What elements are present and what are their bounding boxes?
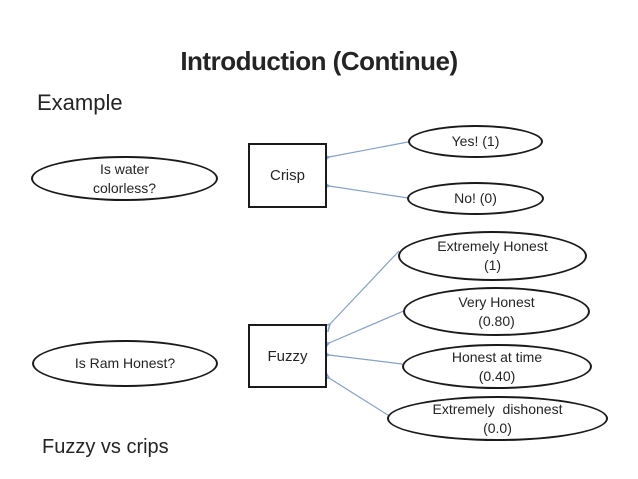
answer-ellipse-no: No! (0) — [407, 182, 544, 215]
answer-text-line: (0.0) — [483, 419, 512, 436]
answer-text-line: Honest at time — [451, 348, 543, 365]
arrow-connector — [330, 250, 400, 324]
crisp-box: Crisp — [248, 143, 327, 208]
answer-text-line: (0.40) — [478, 367, 516, 384]
fuzzy-box: Fuzzy — [248, 324, 327, 388]
box-label: Crisp — [269, 167, 305, 184]
answer-text-line: Extremely dishonest — [432, 400, 563, 417]
crisp-question-ellipse: Is water colorless? — [31, 156, 218, 201]
answer-ellipse-very-honest: Very Honest (0.80) — [403, 287, 590, 336]
question-text-line: Is water — [99, 160, 149, 177]
answer-text-line: Extremely Honest — [437, 238, 548, 254]
answer-ellipse-extremely-dishonest: Extremely dishonest (0.0) — [387, 396, 608, 441]
arrow-connector — [329, 186, 409, 199]
slide-title: Introduction (Continue) — [180, 46, 458, 76]
arrow-connector — [329, 309, 407, 343]
question-text-line: Is Ram Honest? — [74, 355, 176, 371]
slide-footer-caption: Fuzzy vs crips — [42, 436, 169, 458]
arrow-connector — [329, 355, 403, 365]
answer-text-line: Yes! (1) — [451, 133, 500, 149]
arrow-connector — [329, 378, 392, 418]
slide-subtitle: Example — [37, 90, 123, 115]
fuzzy-question-ellipse: Is Ram Honest? — [32, 340, 218, 387]
answer-text-line: No! (0) — [454, 190, 497, 206]
arrow-connector — [329, 141, 409, 157]
answer-text-line: Very Honest — [458, 293, 535, 310]
box-label: Fuzzy — [267, 347, 308, 365]
answer-ellipse-yes: Yes! (1) — [408, 125, 543, 158]
answer-text-line: (1) — [483, 257, 502, 273]
answer-text-line: (0.80) — [478, 312, 515, 329]
answer-ellipse-extremely-honest: Extremely Honest (1) — [398, 231, 587, 281]
question-text-line: colorless? — [92, 179, 157, 196]
answer-ellipse-honest-at-time: Honest at time (0.40) — [402, 344, 592, 389]
